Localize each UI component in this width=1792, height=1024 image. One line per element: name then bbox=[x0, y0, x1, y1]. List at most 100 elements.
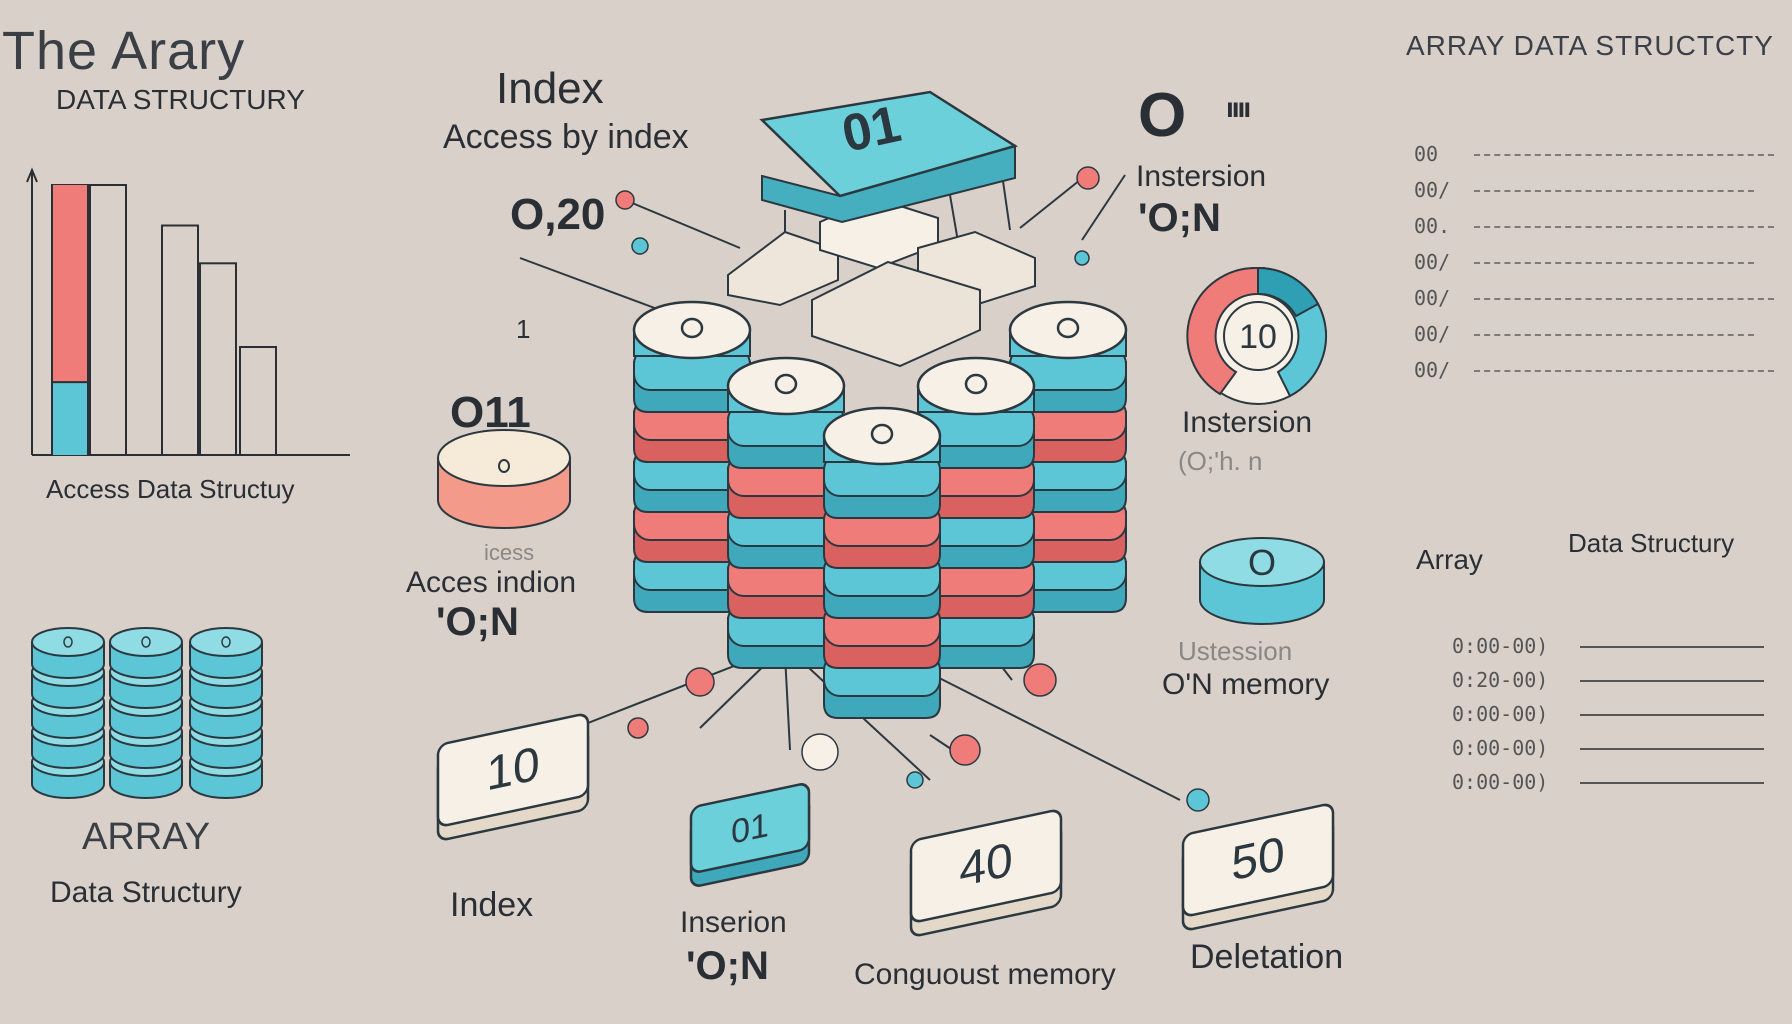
bottom-tile-value: 50 bbox=[1231, 827, 1284, 892]
array-cell-top bbox=[1008, 300, 1128, 360]
bottom-tiles: 10 01 40 50 bbox=[436, 713, 1335, 937]
top-list-line bbox=[1474, 262, 1754, 264]
top-list-line bbox=[1474, 370, 1774, 372]
top-list-code: 00 bbox=[1414, 142, 1439, 166]
bottom-tile-value: 40 bbox=[959, 833, 1012, 898]
chart-bar-teal bbox=[53, 382, 87, 455]
top-list-line bbox=[1474, 334, 1754, 336]
right-array-label: Array bbox=[1416, 544, 1483, 575]
back-cream-layer bbox=[727, 196, 1036, 368]
array-cell bbox=[727, 403, 845, 469]
array-cell-top bbox=[822, 406, 942, 466]
left-drum-disc bbox=[31, 627, 105, 679]
top-list-code: 00/ bbox=[1414, 358, 1451, 382]
left-drums-caption-main: ARRAY bbox=[82, 816, 211, 858]
top-list-line bbox=[1474, 226, 1774, 228]
index-heading: Index bbox=[496, 64, 604, 113]
bottom-list-code: 0:00-00) bbox=[1452, 634, 1549, 658]
connector-dot bbox=[631, 237, 649, 255]
bottom-tile: 40 bbox=[909, 809, 1063, 937]
chart-bar bbox=[199, 262, 237, 456]
connector-dot bbox=[949, 734, 981, 766]
bottom-tile-value: 10 bbox=[486, 737, 539, 802]
top-list-code: 00. bbox=[1414, 214, 1451, 238]
right-drum: O bbox=[1199, 537, 1325, 625]
bottom-list-code: 0:20-00) bbox=[1452, 668, 1549, 692]
array-cell bbox=[633, 347, 751, 413]
left-drum-stack bbox=[31, 627, 263, 799]
acces-indion-label: Acces indion bbox=[406, 566, 577, 599]
array-cell-top bbox=[916, 356, 1036, 416]
connector-dot bbox=[801, 733, 839, 771]
left-chart-caption: Access Data Structuy bbox=[46, 474, 295, 504]
left-bar-chart bbox=[26, 167, 350, 456]
right-data-structury-label: Data Structury bbox=[1568, 528, 1735, 558]
array-cell-top bbox=[726, 356, 846, 416]
top-list-code: 00/ bbox=[1414, 178, 1451, 202]
bottom-tile: 01 bbox=[689, 783, 811, 887]
left-drums-caption-sub: Data Structury bbox=[50, 876, 242, 909]
ring-value: 10 bbox=[1239, 318, 1277, 356]
title-sub: DATA STRUCTURY bbox=[56, 84, 305, 115]
connector-dot bbox=[615, 190, 635, 210]
ustession-label: Ustession bbox=[1178, 636, 1293, 666]
o11-label: O11 bbox=[450, 388, 531, 437]
connector-dot bbox=[627, 717, 649, 739]
connector-dot bbox=[1076, 166, 1100, 190]
array-cell-top bbox=[632, 300, 752, 360]
acces-on-label: 'O;N bbox=[436, 600, 519, 644]
bottom-list-line bbox=[1580, 748, 1764, 750]
bottom-tile: 10 bbox=[436, 713, 590, 841]
connector-dot bbox=[1186, 788, 1210, 812]
chart-y-arrow bbox=[26, 167, 38, 183]
chart-bar-coral bbox=[53, 185, 87, 383]
on-memory-label: O'N memory bbox=[1162, 668, 1330, 701]
chart-bar bbox=[239, 346, 277, 456]
array-cell bbox=[1009, 347, 1127, 413]
index-sub: Access by index bbox=[443, 118, 689, 156]
right-panel-header: ARRAY DATA STRUCTCTY bbox=[1406, 30, 1774, 61]
instersion-2: Instersion bbox=[1182, 406, 1313, 439]
right-drum-value: O bbox=[1248, 542, 1276, 583]
left-drum-disc bbox=[109, 627, 183, 679]
instersion-2-onhn: (O;'h. n bbox=[1178, 446, 1263, 476]
bottom-tile-value: 01 bbox=[731, 806, 769, 852]
bottom-list-line bbox=[1580, 782, 1764, 784]
bottom-list-line bbox=[1580, 680, 1764, 682]
acces-faded: icess bbox=[484, 540, 535, 565]
title-main: The Arary bbox=[2, 21, 246, 81]
connector-dot bbox=[906, 771, 924, 789]
chart-bar bbox=[161, 224, 199, 456]
top-list-line bbox=[1474, 298, 1774, 300]
right-o-ticks: ıııı bbox=[1226, 92, 1251, 123]
top-list-line bbox=[1474, 154, 1774, 156]
connector-dot bbox=[1023, 663, 1057, 697]
chart-bar bbox=[89, 184, 127, 456]
tile-label-deletation: Deletation bbox=[1190, 938, 1344, 976]
top-tile-value: 01 bbox=[837, 95, 906, 164]
top-list-code: 00/ bbox=[1414, 322, 1451, 346]
connector-dots bbox=[615, 166, 1210, 812]
bottom-list-code: 0:00-00) bbox=[1452, 702, 1549, 726]
top-list-code: 00/ bbox=[1414, 250, 1451, 274]
top-list-line bbox=[1474, 190, 1754, 192]
array-columns bbox=[632, 300, 1128, 719]
connector-dot bbox=[1074, 250, 1090, 266]
left-drum-disc bbox=[189, 627, 263, 679]
right-o-mark: O bbox=[1138, 81, 1187, 150]
tile-label-inserion-on: 'O;N bbox=[686, 944, 769, 988]
left-small-drum bbox=[437, 429, 571, 529]
instersion-1-on: 'O;N bbox=[1138, 196, 1221, 240]
array-cell bbox=[823, 453, 941, 519]
instersion-1: Instersion bbox=[1136, 160, 1267, 193]
top-list-code: 00/ bbox=[1414, 286, 1451, 310]
ring-chart: 10 bbox=[1186, 266, 1327, 405]
bottom-list-code: 0:00-00) bbox=[1452, 736, 1549, 760]
tile-label-conguoust: Conguoust memory bbox=[854, 958, 1116, 991]
bottom-list-line bbox=[1580, 646, 1764, 648]
tile-label-inserion: Inserion bbox=[680, 906, 787, 939]
one-label: 1 bbox=[516, 314, 531, 344]
bottom-list-code: 0:00-00) bbox=[1452, 770, 1549, 794]
